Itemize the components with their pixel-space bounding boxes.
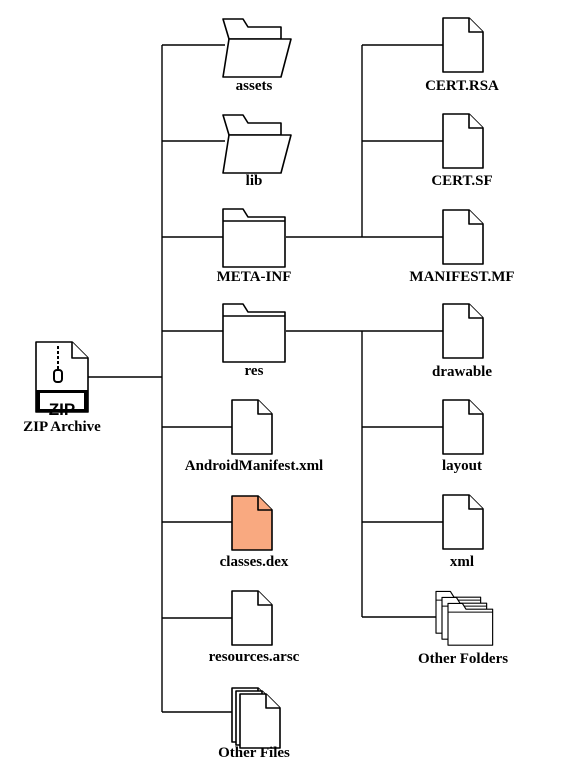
classes-dex-label: classes.dex bbox=[220, 554, 289, 570]
zip-badge-text: ZIP bbox=[49, 400, 75, 419]
file-stack-icon bbox=[231, 687, 281, 749]
other-files-label: Other Files bbox=[218, 745, 290, 761]
meta-inf-label: META-INF bbox=[217, 269, 292, 285]
other-folders-label: Other Folders bbox=[418, 651, 508, 667]
res-label: res bbox=[245, 363, 264, 379]
xml-label: xml bbox=[450, 554, 474, 570]
folder-stack-icon bbox=[435, 590, 494, 646]
meta-inf-folder-icon bbox=[222, 208, 286, 268]
android-manifest-file-icon bbox=[231, 399, 273, 455]
assets-label: assets bbox=[236, 78, 273, 94]
layout-label: layout bbox=[442, 458, 482, 474]
drawable-label: drawable bbox=[432, 364, 492, 380]
assets-folder-icon bbox=[222, 18, 292, 78]
zip-file-icon bbox=[35, 341, 89, 413]
resources-arsc-label: resources.arsc bbox=[209, 649, 300, 665]
classes-dex-file-icon bbox=[231, 495, 273, 551]
xml-file-icon bbox=[442, 494, 484, 550]
manifest-mf-file-icon bbox=[442, 209, 484, 265]
connectors bbox=[88, 44, 443, 713]
cert-sf-file-icon bbox=[442, 113, 484, 169]
lib-label: lib bbox=[246, 173, 263, 189]
cert-rsa-label: CERT.RSA bbox=[425, 78, 499, 94]
res-folder-icon bbox=[222, 303, 286, 363]
root-label: ZIP Archive bbox=[23, 419, 101, 435]
android-manifest-label: AndroidManifest.xml bbox=[185, 458, 323, 474]
resources-arsc-file-icon bbox=[231, 590, 273, 646]
cert-sf-label: CERT.SF bbox=[431, 173, 492, 189]
drawable-file-icon bbox=[442, 303, 484, 359]
lib-folder-icon bbox=[222, 114, 292, 174]
layout-file-icon bbox=[442, 399, 484, 455]
cert-rsa-file-icon bbox=[442, 17, 484, 73]
manifest-mf-label: MANIFEST.MF bbox=[409, 269, 514, 285]
